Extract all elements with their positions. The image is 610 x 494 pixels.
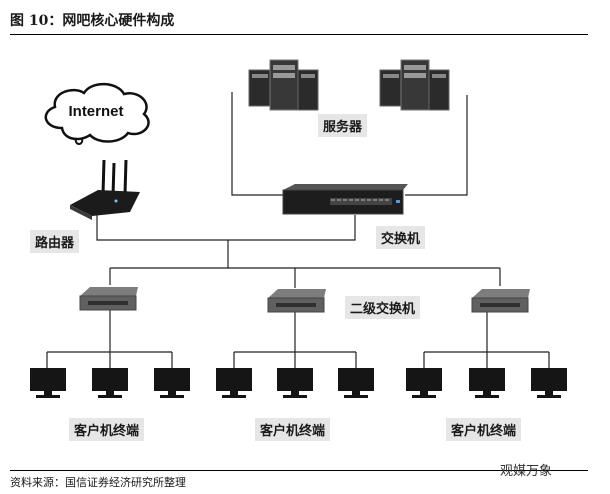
internet-cloud-icon: Internet: [44, 82, 150, 145]
router-icon: [70, 159, 140, 220]
monitor-icon: [277, 368, 313, 398]
second-switch-mid-icon: [267, 289, 326, 313]
router-label: 路由器: [30, 230, 80, 253]
figure-source: 资料来源：国信证券经济研究所整理: [10, 476, 186, 489]
monitor-icon: [154, 368, 190, 398]
server-label: 服务器: [318, 114, 368, 137]
server-cluster-left-icon: [248, 59, 319, 111]
client-terminal-label-mid: 客户机终端: [255, 418, 331, 441]
link-router-switch: [96, 212, 356, 241]
second-switch-right-icon: [471, 289, 530, 313]
figure-title: 图 10：网吧核心硬件构成: [10, 13, 175, 29]
monitor-icon: [531, 368, 567, 398]
second-switch-left-icon: [79, 287, 138, 311]
top-rule: [10, 34, 588, 35]
monitor-icon: [216, 368, 252, 398]
second-switch-label: 二级交换机: [345, 296, 421, 319]
client-terminal-label-right: 客户机终端: [446, 418, 522, 441]
watermark-text: 观媒万象: [500, 464, 553, 479]
server-cluster-right-icon: [379, 59, 450, 111]
internet-label: Internet: [68, 103, 123, 120]
link-server-left: [231, 92, 283, 196]
connection-lines: [46, 92, 550, 368]
monitor-icon: [469, 368, 505, 398]
core-switch-label: 交换机: [376, 226, 426, 249]
core-switch-icon: [282, 184, 408, 215]
monitor-icon: [338, 368, 374, 398]
monitor-icon: [30, 368, 66, 398]
link-server-right: [405, 95, 468, 196]
monitor-icon: [92, 368, 128, 398]
monitor-icon: [406, 368, 442, 398]
client-terminal-label-left: 客户机终端: [69, 418, 145, 441]
client-monitors: [30, 368, 567, 398]
bottom-rule: [10, 470, 588, 471]
